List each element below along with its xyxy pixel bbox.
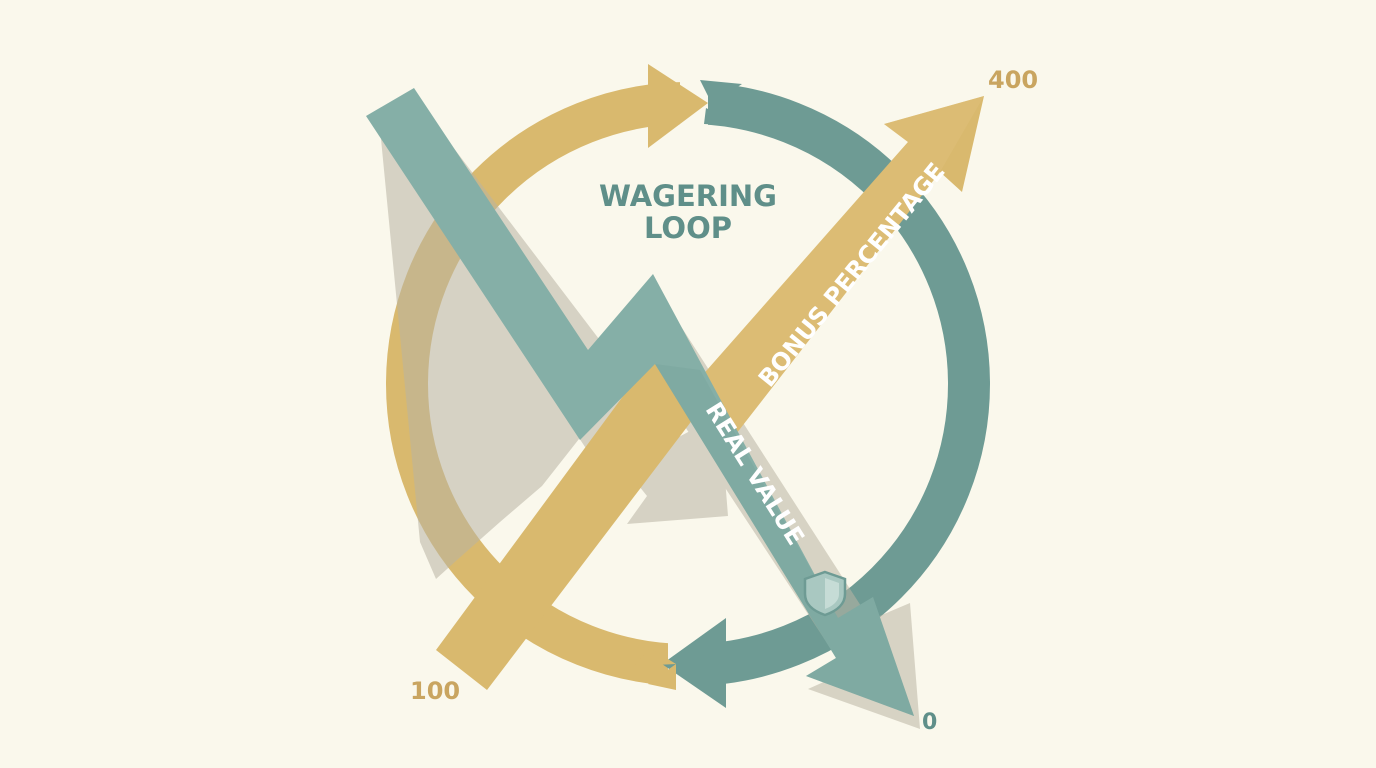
bonus-percentage-label: BONUS PERCENTAGE [753, 157, 951, 392]
cycle-teal-arrowhead [662, 618, 726, 708]
value-end-value: 0 [922, 710, 937, 735]
title-line-2: LOOP [644, 211, 732, 245]
shield-icon [803, 570, 847, 617]
bonus-end-value: 400 [988, 66, 1038, 94]
title-line-1: WAGERING [599, 179, 777, 213]
cycle-gold-arrowhead [648, 64, 708, 148]
real-value-arrow [366, 88, 914, 716]
bonus-start-value: 100 [410, 677, 460, 705]
cycle-ring-teal-arc [688, 82, 990, 686]
